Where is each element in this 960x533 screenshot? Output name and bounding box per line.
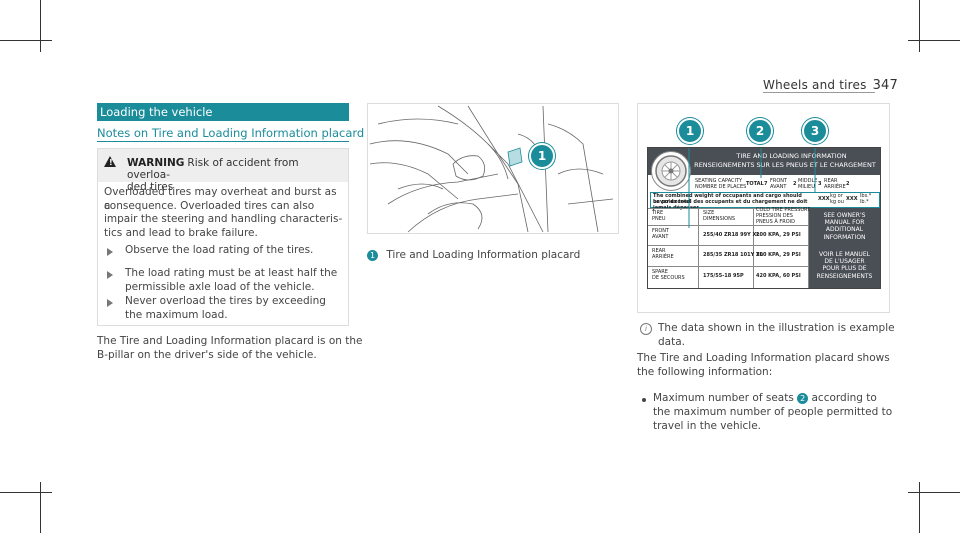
tire-icon bbox=[651, 151, 691, 191]
bullet-dot bbox=[642, 398, 646, 402]
crop-mark bbox=[919, 482, 920, 533]
callout-leaders bbox=[688, 148, 816, 228]
warning-para-line: Overloaded tires may overheat and burst … bbox=[104, 186, 337, 212]
crop-mark bbox=[40, 0, 41, 52]
section-title: Loading the vehicle bbox=[100, 105, 213, 119]
placard-callout-3: 3 bbox=[802, 118, 828, 144]
row-spare-pressure: 420 KPA, 60 PSI bbox=[756, 273, 801, 279]
middle-seat-value: 3 bbox=[818, 181, 822, 187]
crop-mark bbox=[908, 40, 960, 41]
bullet-line1: Maximum number of seats 2 according to bbox=[653, 392, 877, 404]
row-front-pressure: 200 KPA, 29 PSI bbox=[756, 232, 801, 238]
bullet-line3: travel in the vehicle. bbox=[653, 419, 762, 432]
warning-para-line: consequence. Overloaded tires can also bbox=[104, 199, 315, 212]
bullet-line2: the maximum number of people permitted t… bbox=[653, 406, 893, 418]
row-rear-pressure: 200 KPA, 29 PSI bbox=[756, 252, 801, 258]
owners-manual-panel bbox=[809, 208, 880, 288]
total-value: 7 bbox=[764, 181, 768, 187]
warning-step2-line: The load rating must be at least half th… bbox=[125, 267, 338, 279]
section-bar: Loading the vehicle bbox=[97, 103, 349, 121]
tire-loading-placard: TIRE AND LOADING INFORMATION RENSEIGNEME… bbox=[647, 147, 881, 289]
b-pillar-illustration: 1 bbox=[367, 103, 619, 234]
step-arrow-icon bbox=[107, 248, 113, 256]
running-header-section: Wheels and tires bbox=[763, 78, 867, 92]
page-number: 347 bbox=[872, 78, 898, 93]
lbs-label: lbs.*lb.* bbox=[860, 193, 872, 205]
rear-seat-value: 2 bbox=[846, 181, 850, 187]
warning-step3-line: Never overload the tires by exceeding bbox=[125, 295, 326, 307]
placard-title-en: TIRE AND LOADING INFORMATION bbox=[736, 152, 847, 160]
header-rule bbox=[763, 92, 875, 93]
warning-label: WARNING bbox=[127, 157, 185, 169]
row-rear-size: 285/35 ZR18 101Y XL bbox=[703, 252, 763, 258]
body-line: B-pillar on the driver's side of the veh… bbox=[97, 348, 317, 361]
step-arrow-icon bbox=[107, 271, 113, 279]
note-line: data. bbox=[658, 335, 685, 348]
step-arrow-icon bbox=[107, 299, 113, 307]
callout-1: 1 bbox=[529, 143, 555, 169]
figure-caption: 1 Tire and Loading Information placard bbox=[367, 249, 580, 261]
tire-table bbox=[648, 208, 809, 288]
crop-mark bbox=[908, 492, 960, 493]
row-front-size: 255/40 ZR18 99Y XL bbox=[703, 232, 760, 238]
crop-mark bbox=[40, 482, 41, 533]
info-icon: i bbox=[640, 323, 652, 335]
warning-triangle-icon: ! bbox=[104, 156, 116, 167]
seat-callout-badge: 2 bbox=[797, 392, 809, 404]
wheel-icon bbox=[655, 155, 687, 187]
weight-kg-value: XXX bbox=[818, 196, 830, 202]
caption-number-badge: 1 bbox=[367, 249, 378, 261]
body-line: The Tire and Loading Information placard… bbox=[97, 335, 363, 347]
intro-line: The Tire and Loading Information placard… bbox=[637, 352, 890, 364]
caption-text: Tire and Loading Information placard bbox=[386, 249, 581, 261]
running-header: Wheels and tires 347 bbox=[763, 78, 898, 93]
crop-mark bbox=[0, 492, 52, 493]
warning-step3-line: the maximum load. bbox=[125, 308, 228, 321]
crop-mark bbox=[0, 40, 52, 41]
total-label: TOTAL bbox=[746, 181, 764, 187]
row-spare-size: 175/55-18 95P bbox=[703, 273, 744, 279]
warning-step1: Observe the load rating of the tires. bbox=[125, 244, 314, 256]
crop-mark bbox=[919, 0, 920, 52]
warning-head-line2: ded tires bbox=[127, 181, 174, 193]
subsection-rule bbox=[97, 141, 349, 142]
warning-para-line: impair the steering and handling charact… bbox=[104, 213, 343, 225]
warning-step2-line: permissible axle load of the vehicle. bbox=[125, 280, 315, 293]
front-seat-value: 2 bbox=[793, 181, 797, 187]
note-line: The data shown in the illustration is ex… bbox=[658, 322, 895, 334]
combined-weight-box bbox=[650, 192, 880, 208]
placard-location bbox=[507, 147, 523, 167]
placard-title-fr: RENSEIGNEMENTS SUR LES PNEUS ET LE CHARG… bbox=[694, 161, 876, 169]
placard-callout-1: 1 bbox=[677, 118, 703, 144]
placard-callout-2: 2 bbox=[747, 118, 773, 144]
warning-head-line1: Risk of accident from overloa- bbox=[127, 157, 299, 181]
warning-para-line: tics and lead to brake failure. bbox=[104, 226, 258, 239]
subsection-title: Notes on Tire and Loading Information pl… bbox=[97, 126, 365, 140]
weight-lbs-value: XXX bbox=[846, 196, 858, 202]
intro-line: the following information: bbox=[637, 365, 773, 378]
car-interior-drawing bbox=[369, 105, 614, 233]
combined-weight-en: The combined weight of occupants and car… bbox=[653, 193, 802, 205]
